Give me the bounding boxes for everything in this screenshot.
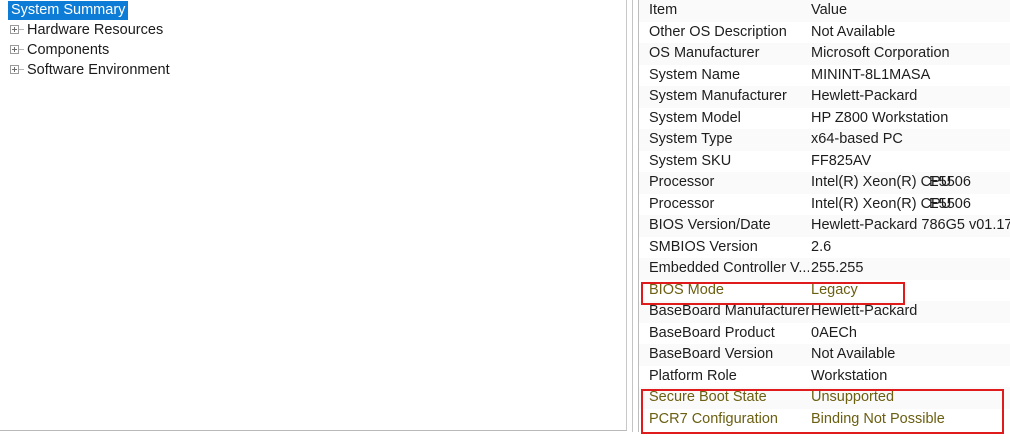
detail-item-label: System Type <box>649 131 733 147</box>
table-row[interactable]: System Type x64-based PC <box>639 129 1010 151</box>
table-row[interactable]: System Model HP Z800 Workstation <box>639 108 1010 130</box>
detail-item-label: Embedded Controller V... <box>649 260 809 276</box>
detail-item-value: Not Available <box>811 346 896 362</box>
expand-plus-icon[interactable] <box>10 25 19 34</box>
detail-item-value: Binding Not Possible <box>811 410 945 427</box>
detail-item-label: System SKU <box>649 152 732 169</box>
detail-item-label: Processor <box>649 195 715 212</box>
tree-item-label: Software Environment <box>27 62 170 78</box>
table-row[interactable]: Platform Role Workstation <box>639 366 1010 388</box>
detail-item-value: HP Z800 Workstation <box>811 109 949 126</box>
table-row[interactable]: BIOS Version/Date Hewlett-Packard 786G5 v… <box>639 215 1010 237</box>
table-row[interactable]: Secure Boot State Unsupported <box>639 387 1010 409</box>
tree-connector-line <box>19 29 24 30</box>
detail-item-label: System Model <box>649 109 741 126</box>
detail-item-label: Processor <box>649 174 715 190</box>
tree-item-label: System Summary <box>8 1 129 20</box>
tree-item-label: Components <box>27 42 110 58</box>
tree-item-hardware-resources[interactable]: Hardware Resources <box>0 20 626 40</box>
expand-plus-icon[interactable] <box>10 65 19 74</box>
column-header-value: Value <box>811 2 848 18</box>
table-row[interactable]: System SKU FF825AV <box>639 151 1010 173</box>
detail-item-label: Other OS Description <box>649 23 787 40</box>
detail-item-value: Legacy <box>811 281 858 298</box>
detail-item-value: Intel(R) Xeon(R) CPU <box>811 174 952 190</box>
table-row[interactable]: OS Manufacturer Microsoft Corporation <box>639 43 1010 65</box>
tree-item-label: Hardware Resources <box>27 22 164 38</box>
detail-item-label: BIOS Version/Date <box>649 217 771 233</box>
table-row[interactable]: BaseBoard Version Not Available <box>639 344 1010 366</box>
detail-item-value-overflow: E5506 <box>929 195 971 212</box>
detail-item-value: FF825AV <box>811 152 872 169</box>
table-row[interactable]: Embedded Controller V...255.255 <box>639 258 1010 280</box>
detail-item-label: OS Manufacturer <box>649 45 760 61</box>
detail-item-label: BaseBoard Version <box>649 346 774 362</box>
detail-item-value: 2.6 <box>811 238 832 255</box>
detail-item-label: BaseBoard Product <box>649 324 775 341</box>
detail-item-value: Workstation <box>811 367 888 384</box>
detail-item-label: Secure Boot State <box>649 389 767 405</box>
detail-item-value: Hewlett-Packard <box>811 303 918 319</box>
detail-item-label: System Manufacturer <box>649 88 787 104</box>
table-row[interactable]: BIOS Mode Legacy <box>639 280 1010 302</box>
tree-item-system-summary[interactable]: System Summary <box>0 0 626 20</box>
detail-item-value: MININT-8L1MASA <box>811 66 931 83</box>
table-row[interactable]: SMBIOS Version 2.6 <box>639 237 1010 259</box>
table-row[interactable]: System Name MININT-8L1MASA <box>639 65 1010 87</box>
detail-header-row[interactable]: Item Value <box>639 0 1010 22</box>
detail-item-value: Not Available <box>811 23 896 40</box>
column-header-item: Item <box>649 2 678 18</box>
tree-connector-line <box>19 69 24 70</box>
table-row[interactable]: System Manufacturer Hewlett-Packard <box>639 86 1010 108</box>
detail-item-value: Microsoft Corporation <box>811 45 950 61</box>
detail-item-value: Hewlett-Packard 786G5 v01.17, 8/ <box>811 217 1010 233</box>
tree-connector-line <box>19 49 24 50</box>
detail-item-value: Unsupported <box>811 389 895 405</box>
table-row[interactable]: BaseBoard Product 0AECh <box>639 323 1010 345</box>
tree-item-components[interactable]: Components <box>0 40 626 60</box>
detail-item-label: PCR7 Configuration <box>649 410 778 427</box>
tree-item-software-environment[interactable]: Software Environment <box>0 60 626 80</box>
detail-item-value: x64-based PC <box>811 131 903 147</box>
detail-item-label: Platform Role <box>649 367 737 384</box>
detail-item-label: BIOS Mode <box>649 281 724 298</box>
expand-plus-icon[interactable] <box>10 45 19 54</box>
detail-item-label: BaseBoard Manufacturer <box>649 303 809 319</box>
table-row[interactable]: PCR7 Configuration Binding Not Possible <box>639 409 1010 431</box>
detail-item-value-overflow: E5506 <box>929 174 971 190</box>
detail-item-label: SMBIOS Version <box>649 238 758 255</box>
detail-item-value: 255.255 <box>811 260 864 276</box>
detail-item-value: Hewlett-Packard <box>811 88 918 104</box>
table-row[interactable]: Other OS Description Not Available <box>639 22 1010 44</box>
detail-item-value: 0AECh <box>811 324 857 341</box>
detail-item-value: Intel(R) Xeon(R) CPU <box>811 195 952 212</box>
detail-item-label: System Name <box>649 66 741 83</box>
